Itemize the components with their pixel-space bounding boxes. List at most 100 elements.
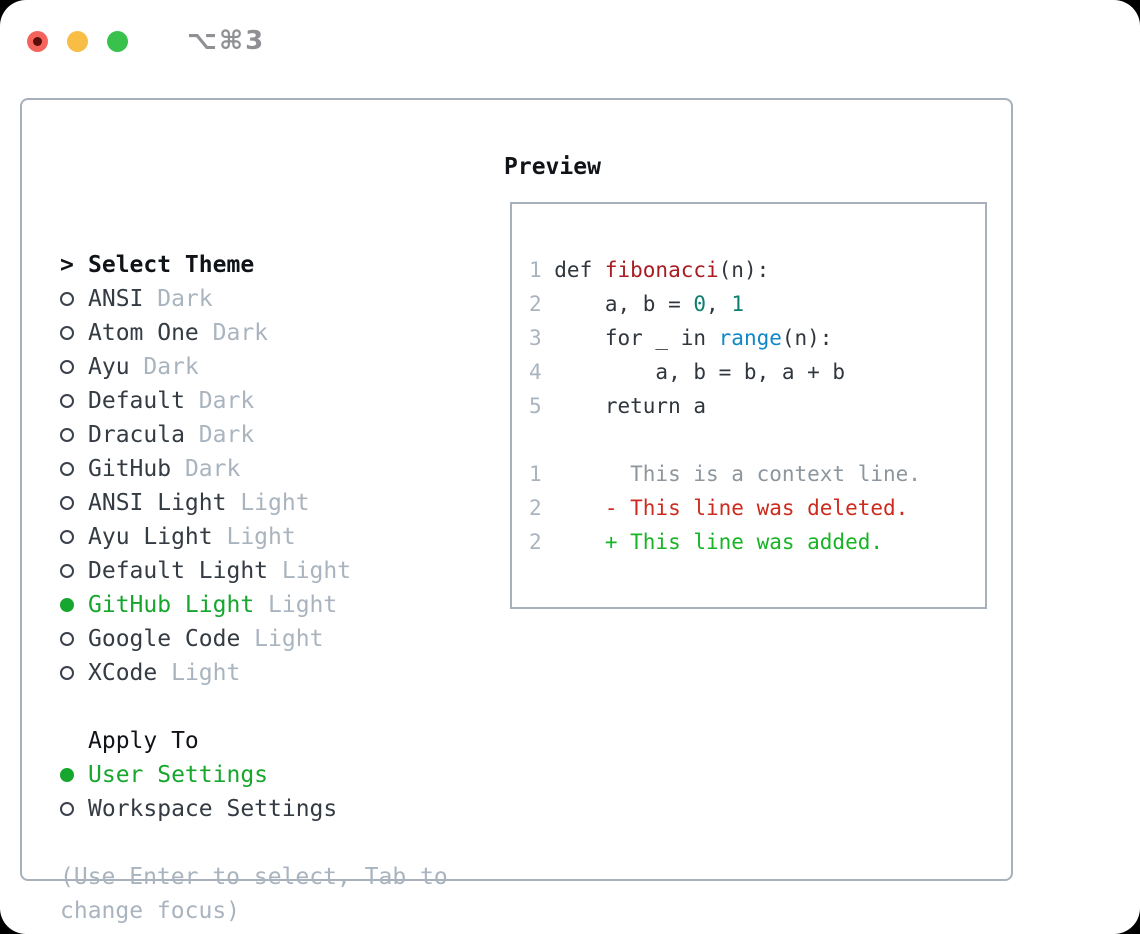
code-token: return a — [554, 394, 706, 418]
radio-unselected-icon — [60, 666, 88, 680]
option-label: Atom One — [88, 320, 199, 346]
theme-option-github[interactable]: GitHub Dark — [60, 452, 448, 486]
theme-option-default-light[interactable]: Default Light Light — [60, 554, 448, 588]
option-label: ANSI — [88, 286, 144, 312]
radio-unselected-icon — [60, 564, 88, 578]
code-token: This is a context line. — [554, 462, 921, 486]
code-token: range — [718, 326, 782, 350]
preview-line: 5 return a — [529, 389, 921, 423]
radio-unselected-icon — [60, 360, 88, 374]
hint-text-line-2: change focus) — [60, 898, 241, 924]
variant-label: Light — [157, 660, 241, 686]
minimize-button[interactable] — [67, 30, 88, 52]
line-number: 2 — [529, 496, 542, 520]
variant-label: Dark — [143, 286, 213, 312]
preview-line — [529, 423, 921, 457]
line-number: 2 — [529, 292, 542, 316]
radio-unselected-icon — [60, 292, 88, 306]
zoom-button[interactable] — [107, 30, 128, 52]
radio-selected-icon — [60, 768, 88, 782]
radio-unselected-icon — [60, 632, 88, 646]
option-label: GitHub Light — [88, 592, 255, 618]
code-token: a, b = b, a + b — [554, 360, 846, 384]
code-token: 0 — [693, 292, 707, 316]
theme-option-default[interactable]: Default Dark — [60, 384, 448, 418]
line-number: 3 — [529, 326, 542, 350]
variant-label: Dark — [198, 320, 269, 346]
preview-line: 2 a, b = 0, 1 — [529, 287, 921, 321]
option-label: Ayu Light — [88, 524, 213, 550]
code-token: + This line was added. — [554, 530, 884, 554]
line-number: 1 — [529, 462, 542, 486]
preview-header: Preview — [504, 154, 601, 180]
variant-label: Light — [226, 490, 310, 516]
option-label: Default — [88, 388, 185, 414]
option-label: Workspace Settings — [88, 796, 338, 822]
radio-unselected-icon — [60, 496, 88, 510]
option-label: Ayu — [88, 354, 130, 380]
close-button[interactable] — [27, 30, 48, 52]
line-number: 1 — [529, 258, 542, 282]
theme-option-xcode[interactable]: XCode Light — [60, 656, 448, 690]
code-token: fibonacci — [604, 258, 719, 282]
code-token: , — [706, 292, 732, 316]
theme-option-ansi[interactable]: ANSI Dark — [60, 282, 448, 316]
radio-unselected-icon — [60, 802, 88, 816]
theme-option-ansi-light[interactable]: ANSI Light Light — [60, 486, 448, 520]
apply-option-user-settings[interactable]: User Settings — [60, 758, 448, 792]
radio-unselected-icon — [60, 530, 88, 544]
code-token: def — [554, 258, 605, 282]
window-title: ⌥⌘3 — [187, 26, 266, 56]
apply-to-header: Apply To — [88, 728, 199, 754]
option-label: Dracula — [88, 422, 185, 448]
titlebar: ⌥⌘3 — [27, 26, 265, 56]
radio-selected-icon — [60, 598, 88, 612]
code-token: - This line was deleted. — [554, 496, 909, 520]
theme-option-github-light[interactable]: GitHub Light Light — [60, 588, 448, 622]
variant-label: Light — [268, 558, 352, 584]
variant-label: Light — [212, 524, 296, 550]
theme-option-dracula[interactable]: Dracula Dark — [60, 418, 448, 452]
apply-to-header-row: Apply To — [60, 724, 448, 758]
theme-option-ayu-light[interactable]: Ayu Light Light — [60, 520, 448, 554]
option-label: ANSI Light — [88, 490, 227, 516]
select-theme-header-row: > Select Theme — [60, 248, 448, 282]
code-token: (n): — [718, 258, 770, 282]
variant-label: Light — [254, 592, 338, 618]
variant-label: Dark — [129, 354, 199, 380]
preview-line: 2 - This line was deleted. — [529, 491, 921, 525]
line-number: 5 — [529, 394, 542, 418]
code-token: (n): — [781, 326, 833, 350]
selection-cursor: > — [60, 252, 74, 278]
radio-unselected-icon — [60, 462, 88, 476]
select-theme-header: Select Theme — [88, 252, 255, 278]
option-label: Google Code — [88, 626, 241, 652]
hint-text-line-1: (Use Enter to select, Tab to — [60, 864, 448, 890]
theme-option-google-code[interactable]: Google Code Light — [60, 622, 448, 656]
option-label: Default Light — [88, 558, 269, 584]
line-number: 4 — [529, 360, 542, 384]
code-token: for _ in — [554, 326, 719, 350]
preview-line: 1 This is a context line. — [529, 457, 921, 491]
spacer — [60, 690, 448, 724]
spacer — [60, 826, 448, 860]
preview-line: 1 def fibonacci(n): — [529, 253, 921, 287]
option-label: User Settings — [88, 762, 269, 788]
theme-option-atom-one[interactable]: Atom One Dark — [60, 316, 448, 350]
code-token: a, b = — [554, 292, 694, 316]
radio-unselected-icon — [60, 326, 88, 340]
apply-option-workspace-settings[interactable]: Workspace Settings — [60, 792, 448, 826]
preview-line: 3 for _ in range(n): — [529, 321, 921, 355]
variant-label: Dark — [184, 388, 255, 414]
option-label: GitHub — [88, 456, 172, 482]
variant-label: Dark — [171, 456, 241, 482]
radio-unselected-icon — [60, 394, 88, 408]
theme-option-ayu[interactable]: Ayu Dark — [60, 350, 448, 384]
